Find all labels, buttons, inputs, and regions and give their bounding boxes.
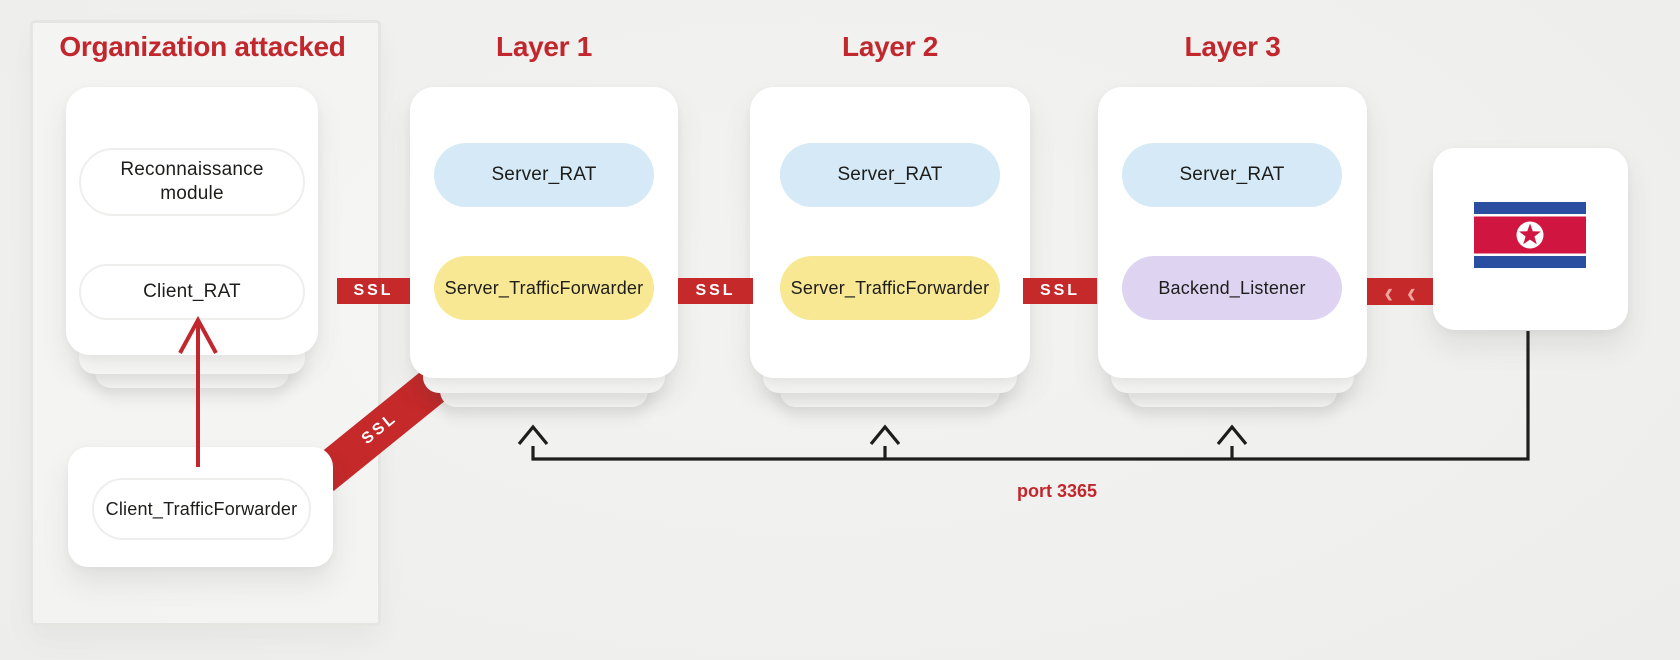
client-traffic-forwarder-card: Client_TrafficForwarder xyxy=(68,447,333,567)
up-arrowhead-layer3 xyxy=(1216,424,1248,446)
ssl-badge-layer1-to-layer2: SSL xyxy=(678,278,753,304)
organization-host-card: Reconnaissance module Client_RAT xyxy=(66,87,318,355)
layer-1-card: Server_RAT Server_TrafficForwarder xyxy=(410,87,678,378)
attacker-card xyxy=(1433,148,1628,330)
ssl-label: SSL xyxy=(358,409,401,448)
chevron-left-icon: ‹ xyxy=(1384,274,1393,309)
server-rat-pill: Server_RAT xyxy=(1122,143,1342,207)
chevron-left-icon: ‹ xyxy=(1407,274,1416,309)
flag-stripe-blue-bottom xyxy=(1474,256,1586,268)
north-korea-flag xyxy=(1474,202,1586,268)
recon-module-pill: Reconnaissance module xyxy=(79,148,305,216)
ssl-badge-org-to-layer1: SSL xyxy=(337,278,410,304)
organization-title: Organization attacked xyxy=(59,31,346,62)
client-traffic-forwarder-pill: Client_TrafficForwarder xyxy=(92,478,311,540)
flag-stripe-blue-top xyxy=(1474,202,1586,214)
layer-1-title: Layer 1 xyxy=(496,31,592,62)
north-korea-flag-icon xyxy=(1474,202,1586,268)
up-arrowhead-layer1 xyxy=(517,424,549,446)
layer-2-title: Layer 2 xyxy=(842,31,938,62)
client-rat-pill: Client_RAT xyxy=(79,264,305,320)
server-rat-pill: Server_RAT xyxy=(434,143,654,207)
ssl-label: SSL xyxy=(353,282,394,299)
ssl-badge-layer2-to-layer3: SSL xyxy=(1023,278,1097,304)
layer-3-title: Layer 3 xyxy=(1184,31,1281,62)
ssl-label: SSL xyxy=(1039,282,1081,299)
server-traffic-forwarder-pill: Server_TrafficForwarder xyxy=(434,256,654,320)
layer-3-card: Server_RAT Backend_Listener xyxy=(1098,87,1367,378)
ssl-label: SSL xyxy=(695,282,736,299)
server-traffic-forwarder-pill: Server_TrafficForwarder xyxy=(780,256,1000,320)
layer-2-card: Server_RAT Server_TrafficForwarder xyxy=(750,87,1030,378)
backend-to-bus-line xyxy=(531,331,1530,461)
attacker-link-bar: ‹ ‹ xyxy=(1367,274,1433,309)
flag-star xyxy=(1519,223,1541,245)
server-rat-pill: Server_RAT xyxy=(780,143,1000,207)
up-arrowhead-layer2 xyxy=(869,424,901,446)
backend-listener-pill: Backend_Listener xyxy=(1122,256,1342,320)
port-3365-label: port 3365 xyxy=(1016,481,1098,501)
